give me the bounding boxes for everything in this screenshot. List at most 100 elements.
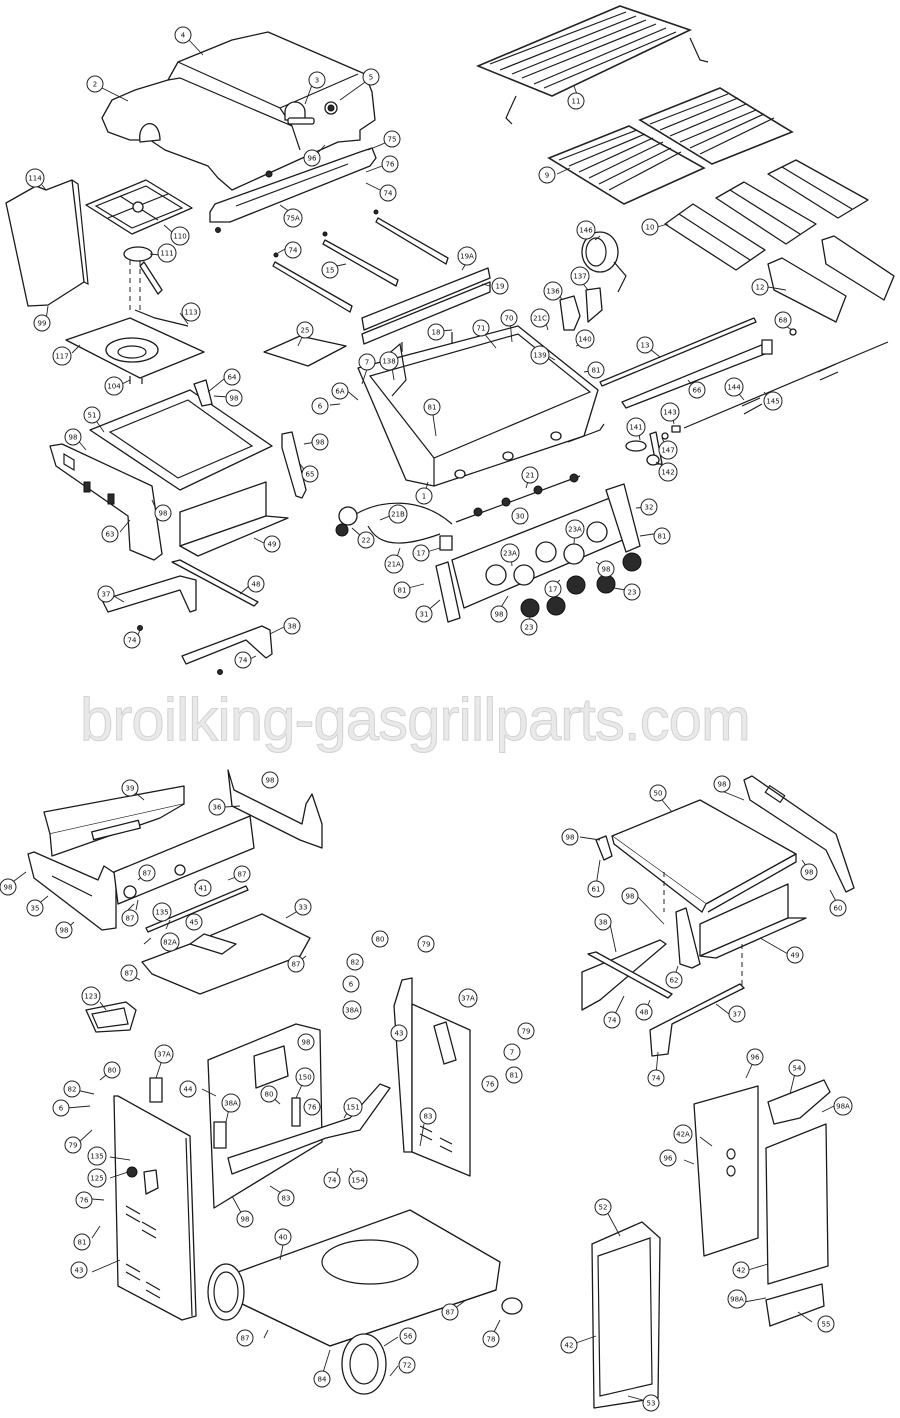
callout-number: 9 xyxy=(545,172,549,180)
callout-circle xyxy=(565,519,585,539)
callout-circle xyxy=(297,1033,315,1051)
callout-number: 80 xyxy=(108,1067,117,1075)
callout-circle xyxy=(103,1061,121,1079)
callout-circle xyxy=(274,1228,292,1246)
callout-number: 83 xyxy=(424,1113,433,1121)
callout-number: 48 xyxy=(252,581,261,589)
callout-43: 43 xyxy=(70,1261,88,1279)
callout-number: 87 xyxy=(446,1309,455,1317)
callout-circle xyxy=(665,971,683,989)
callout-circle xyxy=(55,921,73,939)
callout-number: 76 xyxy=(80,1197,89,1205)
callout-number: 21A xyxy=(387,561,401,569)
callout-circle xyxy=(530,345,550,365)
callout-circle xyxy=(121,779,139,797)
callout-circle xyxy=(491,277,509,295)
callout-98: 98 xyxy=(64,428,82,446)
callout-number: 68 xyxy=(779,317,788,325)
callout-number: 17 xyxy=(549,586,558,594)
callout-circle xyxy=(384,554,404,574)
callout-circle xyxy=(653,527,671,545)
callout-111: 111 xyxy=(157,243,177,263)
cart-right-side-panel xyxy=(393,977,471,1177)
door-back-frame xyxy=(693,1085,759,1257)
spit-handle xyxy=(625,425,681,466)
callout-circle xyxy=(379,184,397,202)
callout-circle xyxy=(587,361,605,379)
callout-circle xyxy=(635,1003,653,1021)
callout-number: 40 xyxy=(279,1234,288,1242)
callout-74: 74 xyxy=(234,651,252,669)
wheels xyxy=(207,1263,523,1395)
callout-98: 98 xyxy=(0,878,17,896)
callout-number: 35 xyxy=(31,905,40,913)
callout-44: 44 xyxy=(179,1080,197,1098)
callout-number: 98A xyxy=(836,1103,850,1111)
cart-left-side-panel xyxy=(113,1095,197,1321)
callout-80: 80 xyxy=(371,930,389,948)
callout-number: 18 xyxy=(432,329,441,337)
callout-circle xyxy=(383,130,401,148)
callout-number: 111 xyxy=(160,250,173,258)
callout-number: 81 xyxy=(398,587,407,595)
callout-circle xyxy=(75,1191,93,1209)
rotisserie-spit xyxy=(599,317,889,429)
callout-140: 140 xyxy=(575,329,595,349)
callout-76: 76 xyxy=(481,1075,499,1093)
callout-circle xyxy=(81,986,101,1006)
callout-number: 76 xyxy=(308,1104,317,1112)
callout-114: 114 xyxy=(25,168,45,188)
callout-23: 23 xyxy=(520,618,538,636)
side-shelf-frame xyxy=(89,379,273,491)
callout-83: 83 xyxy=(277,1189,295,1207)
callout-number: 98 xyxy=(60,927,69,935)
callout-number: 87 xyxy=(238,871,247,879)
callout-number: 96 xyxy=(664,1155,673,1163)
callout-83: 83 xyxy=(419,1107,437,1125)
callout-number: 49 xyxy=(268,541,277,549)
callout-number: 2 xyxy=(93,81,97,89)
callout-circle xyxy=(263,535,281,553)
callout-62: 62 xyxy=(665,971,683,989)
callout-123: 123 xyxy=(81,986,101,1006)
callout-number: 110 xyxy=(173,233,186,241)
callout-circle xyxy=(481,1075,499,1093)
callout-number: 75A xyxy=(286,215,300,223)
callout-number: 39 xyxy=(126,785,135,793)
callout-144: 144 xyxy=(724,377,744,397)
callout-2: 2 xyxy=(86,75,104,93)
callout-74: 74 xyxy=(123,631,141,649)
callout-number: 23 xyxy=(628,589,637,597)
callout-circle xyxy=(152,902,172,922)
callout-circle xyxy=(658,462,678,482)
callout-142: 142 xyxy=(658,462,678,482)
callout-23: 23 xyxy=(623,583,641,601)
callout-48: 48 xyxy=(247,575,265,593)
callout-number: 113 xyxy=(184,309,197,317)
callout-number: 31 xyxy=(420,611,429,619)
callout-87: 87 xyxy=(138,864,156,882)
callout-number: 141 xyxy=(629,424,642,432)
callout-number: 3 xyxy=(315,77,319,85)
callout-circle xyxy=(636,336,654,354)
callout-98: 98 xyxy=(297,1033,315,1051)
gas-manifold xyxy=(455,473,581,523)
callout-circle xyxy=(544,580,562,598)
callout-number: 98 xyxy=(4,884,13,892)
callout-104: 104 xyxy=(104,376,124,396)
callout-number: 33 xyxy=(299,904,308,912)
gas-hose-regulator xyxy=(335,502,453,544)
callout-6: 6 xyxy=(342,975,360,993)
callout-circle xyxy=(101,525,119,543)
callout-number: 64 xyxy=(228,374,237,382)
callout-12: 12 xyxy=(751,278,769,296)
callout-number: 81 xyxy=(592,367,601,375)
callout-number: 6A xyxy=(335,388,344,396)
callout-number: 21C xyxy=(533,315,547,323)
callout-circle xyxy=(301,465,319,483)
callout-number: 87 xyxy=(143,870,152,878)
callout-number: 65 xyxy=(306,471,315,479)
storage-tray xyxy=(179,481,289,557)
callout-147: 147 xyxy=(658,440,678,460)
callout-circle xyxy=(223,368,241,386)
